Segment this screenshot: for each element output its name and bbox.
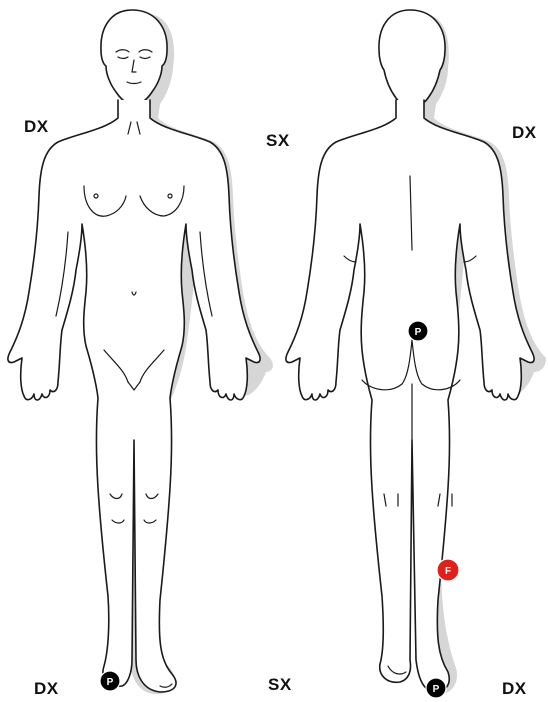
marker-front-foot[interactable]: P [100,671,120,691]
marker-letter: P [415,327,422,338]
label-back-right-lower: DX [502,679,527,698]
back-body-view [286,10,546,694]
marker-back-sacrum[interactable]: P [408,321,428,341]
label-front-right-lower: DX [34,679,59,698]
marker-letter: F [445,566,451,577]
marker-back-heel[interactable]: P [426,678,446,698]
label-left-upper: SX [266,131,290,150]
marker-letter: P [107,677,114,688]
label-back-right-upper: DX [512,123,537,142]
front-body-view [8,10,273,694]
marker-back-calf[interactable]: F [437,559,459,581]
marker-letter: P [433,684,440,695]
label-front-right-upper: DX [24,117,49,136]
label-left-lower: SX [268,675,292,694]
